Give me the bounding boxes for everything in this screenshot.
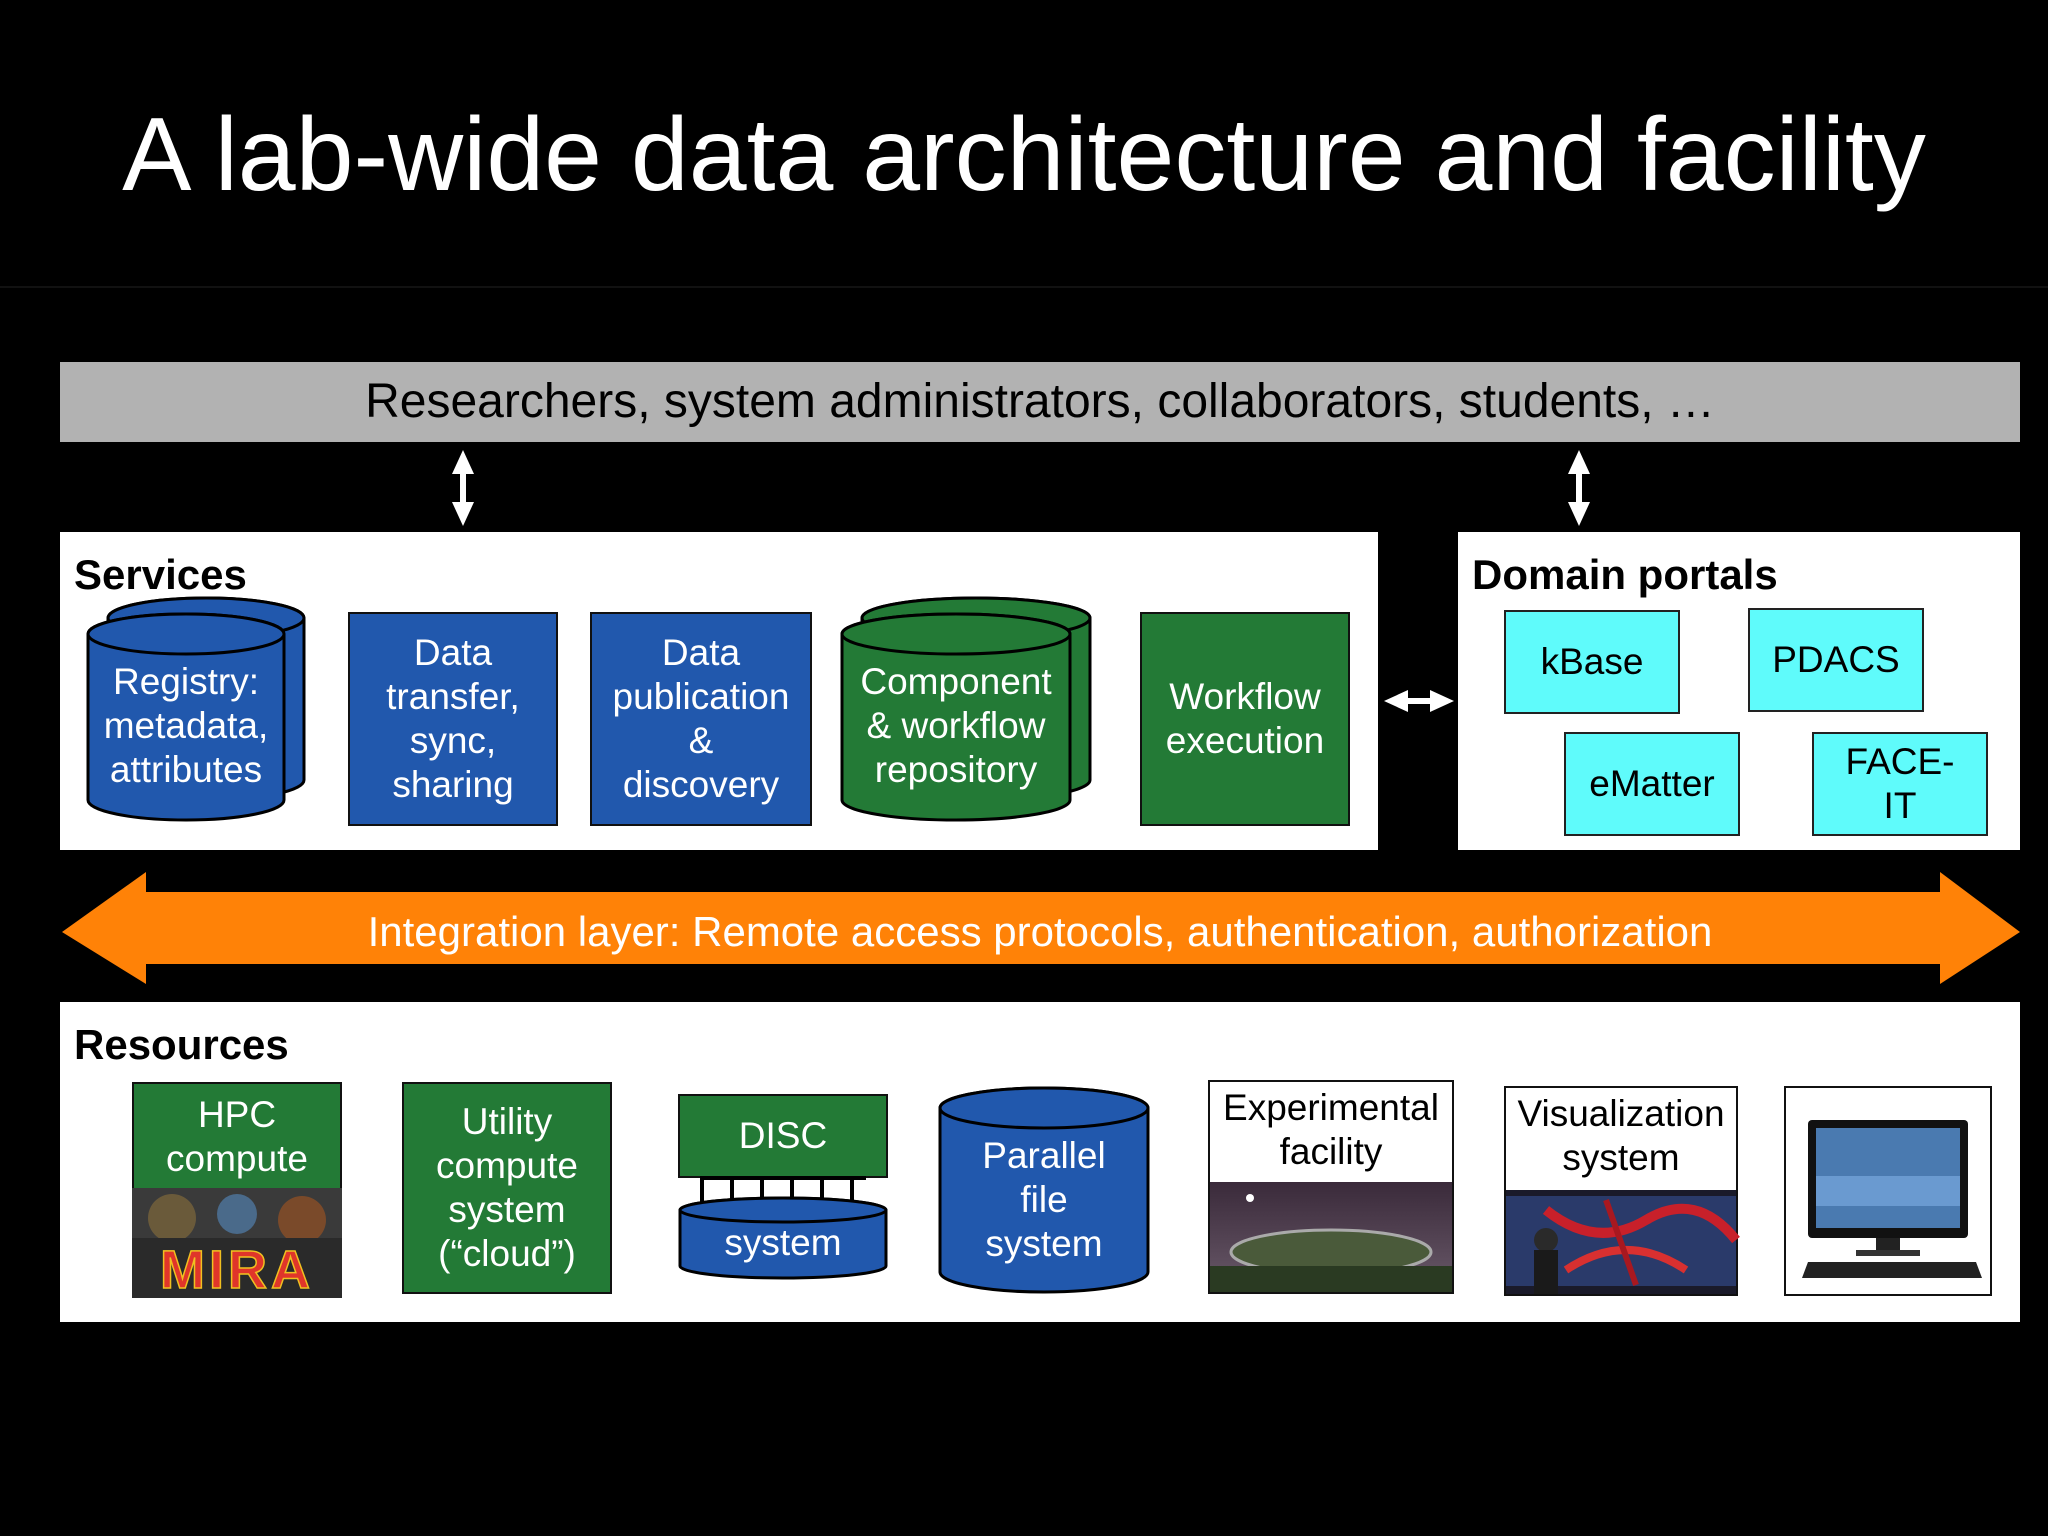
- workflow-execution-box: Workflow execution: [1140, 612, 1350, 826]
- visualization-wall-photo: [1506, 1190, 1740, 1294]
- portal-pdacs: PDACS: [1748, 608, 1924, 712]
- users-portals-arrow-icon: [1568, 450, 1590, 526]
- integration-layer-label: Integration layer: Remote access protoco…: [367, 908, 1713, 955]
- resources-label: Resources: [74, 1021, 289, 1068]
- mira-badge: MIRA: [160, 1240, 314, 1300]
- experimental-facility-label: Experimental facility: [1223, 1087, 1439, 1172]
- parallel-file-system-cylinder-icon: [938, 1086, 1150, 1294]
- mira-supercomputer-image: MIRA: [132, 1188, 342, 1301]
- portal-ematter: eMatter: [1564, 732, 1740, 836]
- experimental-facility-photo: [1210, 1182, 1452, 1292]
- data-publication-box: Data publication & discovery: [590, 612, 812, 826]
- slide-title: A lab-wide data architecture and facilit…: [122, 97, 1926, 213]
- domain-portals-label: Domain portals: [1472, 551, 1778, 598]
- hpc-compute-box: HPC compute: [132, 1082, 342, 1190]
- disc-box: DISC: [678, 1094, 888, 1178]
- utility-compute-box: Utility compute system (“cloud”): [402, 1082, 612, 1294]
- title-divider: [0, 286, 2048, 288]
- portal-face-it: FACE- IT: [1812, 732, 1988, 836]
- services-portals-arrow-icon: [1384, 690, 1454, 712]
- data-transfer-box: Data transfer, sync, sharing: [348, 612, 558, 826]
- desktop-computer-icon: [1802, 1120, 1982, 1278]
- portal-kbase: kBase: [1504, 610, 1680, 714]
- visualization-system-label: Visualization system: [1517, 1093, 1725, 1178]
- users-bar: Researchers, system administrators, coll…: [60, 362, 2020, 442]
- services-label: Services: [74, 551, 247, 598]
- users-services-arrow-icon: [452, 450, 474, 526]
- registry-cylinder-icon: [86, 596, 306, 822]
- disc-connectors-icon: [700, 1176, 866, 1202]
- disc-storage-cylinder-icon: [678, 1196, 888, 1280]
- component-repository-cylinder-icon: [840, 596, 1092, 822]
